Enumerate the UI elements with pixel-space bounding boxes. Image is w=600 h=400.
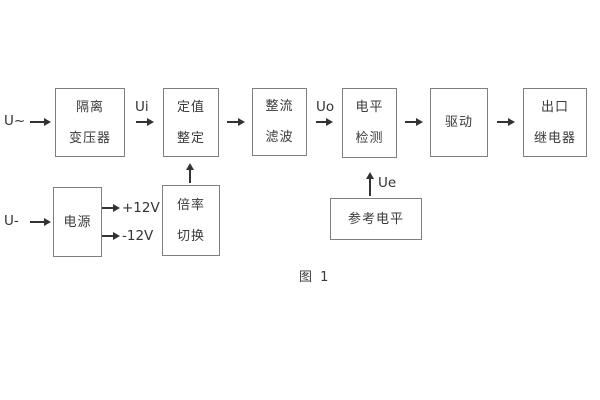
- arrow-input-dc-to-power-supply: [30, 221, 44, 223]
- arrow-transformer-to-value-setting: [136, 121, 147, 123]
- arrow-ratio-switch-to-value-setting: [189, 170, 191, 183]
- arrow-drive-to-output-relay: [497, 121, 508, 123]
- block-rectify-filter: 整流 滤波: [252, 88, 307, 156]
- block-rectify-filter-line1: 整流: [265, 99, 294, 114]
- block-power-supply-label: 电源: [63, 214, 92, 230]
- block-ratio-switch-line1: 倍率: [176, 197, 205, 213]
- arrow-power-supply-neg-rail: [102, 235, 113, 237]
- block-reference-level-label: 参考电平: [347, 211, 404, 227]
- label-rail-pos-12v: +12V: [122, 200, 160, 216]
- block-output-relay: 出口 继电器: [523, 88, 587, 157]
- arrow-level-detect-to-drive: [405, 121, 416, 123]
- arrow-value-setting-to-rectify-filter: [227, 121, 238, 123]
- block-output-relay-line2: 继电器: [533, 130, 576, 146]
- block-value-setting-line2: 整定: [176, 130, 205, 146]
- block-isolation-transformer-line2: 变压器: [68, 130, 111, 146]
- block-ratio-switch-line2: 切换: [176, 228, 205, 244]
- block-value-setting-line1: 定值: [176, 99, 205, 115]
- block-value-setting: 定值 整定: [163, 88, 219, 157]
- block-ratio-switch: 倍率 切换: [162, 185, 220, 256]
- block-level-detect: 电平 检测: [342, 88, 397, 158]
- arrow-reference-level-to-level-detect: [369, 179, 371, 196]
- label-signal-uo: Uo: [316, 99, 335, 115]
- block-level-detect-line1: 电平: [355, 100, 384, 115]
- arrow-input-ac-to-transformer: [30, 121, 44, 123]
- label-signal-ue: Ue: [378, 175, 397, 191]
- arrow-rectify-filter-to-level-detect: [316, 121, 326, 123]
- label-input-dc: U-: [4, 213, 19, 229]
- block-level-detect-line2: 检测: [355, 131, 384, 146]
- block-rectify-filter-line2: 滤波: [265, 130, 294, 145]
- block-isolation-transformer-line1: 隔离: [75, 99, 104, 115]
- block-drive: 驱动: [430, 88, 488, 157]
- label-signal-ui: Ui: [135, 99, 149, 115]
- figure-caption: 图 1: [299, 270, 331, 285]
- block-reference-level: 参考电平: [330, 198, 422, 240]
- block-power-supply: 电源: [53, 187, 102, 257]
- label-input-ac: U~: [4, 113, 26, 129]
- block-drive-label: 驱动: [444, 115, 473, 130]
- block-isolation-transformer: 隔离 变压器: [55, 88, 125, 157]
- label-rail-neg-12v: -12V: [122, 228, 154, 244]
- arrow-power-supply-pos-rail: [102, 207, 113, 209]
- block-output-relay-line1: 出口: [540, 99, 569, 115]
